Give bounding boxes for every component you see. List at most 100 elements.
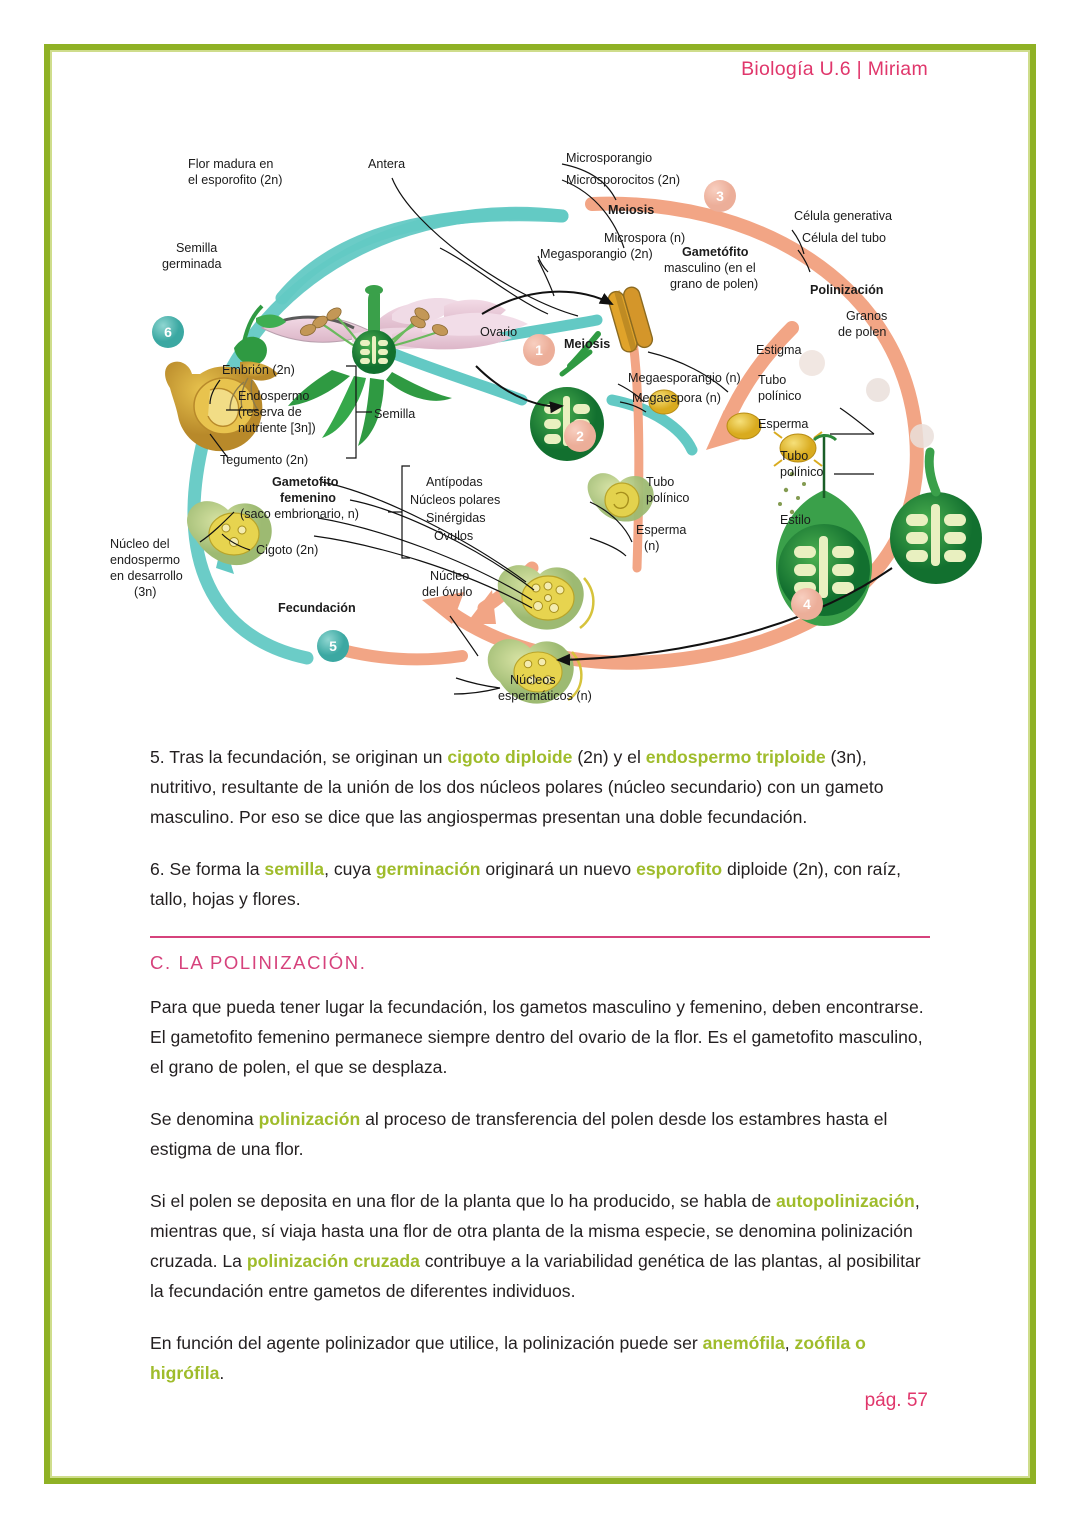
body-text-run: originará un nuevo (480, 859, 637, 879)
highlighted-term: polinización (258, 1109, 361, 1129)
highlighted-term: zoófila o higrófila (150, 1333, 866, 1383)
body-text-run: Se denomina (150, 1109, 259, 1129)
label-nucleos-espermaticos-line1: Núcleos (510, 673, 556, 687)
step-marker-6: 6 (152, 316, 184, 348)
bracket-semilla (346, 365, 372, 459)
label-gametofito-masculino-line1: Gametófito (682, 245, 749, 259)
label-tubo-polinico-derecha-line2: polínico (758, 389, 801, 403)
label-esperma-centro-line1: Esperma (636, 523, 686, 537)
paragraph-6: 6. Se forma la semilla, cuya germinación… (150, 854, 930, 914)
body-text-run: 6. Se forma la (150, 859, 265, 879)
label-microsporocitos: Microsporocitos (2n) (566, 173, 680, 187)
body-text-run: contribuye a la variabilidad genética de… (150, 1251, 921, 1301)
label-granos-de-polen-line2: de polen (838, 325, 886, 339)
label-gametofito-masculino-line3: grano de polen) (670, 277, 758, 291)
document-header-title: Biología U.6 | Miriam (741, 58, 928, 80)
label-celula-generativa: Célula generativa (794, 209, 892, 223)
step-marker-1: 1 (523, 334, 555, 366)
label-antipodas: Antípodas (426, 475, 483, 489)
label-megaesporangio-n: Megaesporangio (n) (628, 371, 741, 385)
step-marker-6-label: 6 (164, 324, 172, 340)
label-microsporangio: Microsporangio (566, 151, 652, 165)
label-meiosis-superior: Meiosis (608, 203, 654, 217)
page-number: pág. 57 (864, 1390, 928, 1411)
step-marker-3: 3 (704, 180, 736, 212)
body-text-run: (2n) y el (572, 747, 646, 767)
label-tubo-polinico-centro-line1: Tubo (646, 475, 674, 489)
body-text-run: al proceso de transferencia del polen de… (150, 1109, 888, 1159)
label-endospermo-line3: nutriente [3n]) (238, 421, 316, 435)
label-nucleo-endospermo-line2: endospermo (110, 553, 180, 567)
body-text-run: . (219, 1363, 225, 1383)
label-semilla-bracket: Semilla (374, 407, 415, 421)
label-flor-madura-line2: el esporofito (2n) (188, 173, 283, 187)
bracket-gametofito-femenino (388, 465, 410, 559)
label-antera: Antera (368, 157, 405, 171)
label-gametofito-femenino-line3: (saco embrionario, n) (240, 507, 359, 521)
highlighted-term: semilla (264, 859, 325, 879)
label-nucleos-polares: Núcleos polares (410, 493, 500, 507)
body-text-run: diploide (2n), con raíz, tallo, hojas y … (150, 859, 902, 909)
step-marker-2: 2 (564, 420, 596, 452)
body-text-run: En función del agente polinizador que ut… (150, 1333, 703, 1353)
label-meiosis-inferior: Meiosis (564, 337, 610, 351)
label-esperma-centro-line2: (n) (644, 539, 659, 553)
step-marker-2-label: 2 (576, 428, 584, 444)
seed-illustration (165, 361, 263, 452)
label-semilla-germinada-line2: germinada (162, 257, 222, 271)
label-endospermo-line1: Endospermo (238, 389, 309, 403)
body-text-run: Para que pueda tener lugar la fecundació… (150, 997, 924, 1077)
paragraph-5: 5. Tras la fecundación, se originan un c… (150, 742, 930, 832)
label-endospermo-line2: (reserva de (238, 405, 302, 419)
highlighted-term: germinación (375, 859, 481, 879)
label-microspora: Microspora (n) (604, 231, 685, 245)
label-megaespora-n: Megaespora (n) (632, 391, 721, 405)
highlighted-term: polinización cruzada (246, 1251, 420, 1271)
ovary-illustration (530, 387, 604, 461)
section-c-paragraph-1: Para que pueda tener lugar la fecundació… (150, 992, 930, 1082)
label-nucleos-espermaticos-line2: espermáticos (n) (498, 689, 592, 703)
step-marker-5-label: 5 (329, 638, 337, 654)
label-tubo-polinico-derecho2-line2: polínico (780, 465, 823, 479)
body-text-run: , (784, 1333, 795, 1353)
label-gametofito-masculino-line2: masculino (en el (664, 261, 756, 275)
label-megasporangio-2n: Megasporangio (2n) (540, 247, 653, 261)
highlighted-term: autopolinización (776, 1191, 915, 1211)
section-heading-polinizacion: C. LA POLINIZACIÓN. (150, 952, 367, 973)
label-gametofito-femenino-line1: Gametofito (272, 475, 339, 489)
step-marker-4: 4 (791, 588, 823, 620)
section-c-paragraph-2: Se denomina polinización al proceso de t… (150, 1104, 930, 1164)
highlighted-term: endospermo triploide (645, 747, 826, 767)
life-cycle-diagram: 6 1 2 3 4 5 (92, 138, 988, 704)
body-text-run: (3n), nutritivo, resultante de la unión … (150, 747, 884, 827)
step-marker-4-label: 4 (803, 596, 811, 612)
body-text-run: , mientras que, sí viaja hasta una flor … (150, 1191, 920, 1271)
page-border-inner (50, 50, 1030, 1478)
label-celula-del-tubo: Célula del tubo (802, 231, 886, 245)
step-marker-1-label: 1 (535, 342, 543, 358)
label-tubo-polinico-derecha-line1: Tubo (758, 373, 786, 387)
label-cigoto: Cigoto (2n) (256, 543, 318, 557)
label-ovulos: Óvulos (434, 528, 473, 543)
fertilized-ovule-illustration (487, 639, 583, 704)
highlighted-term: esporofito (636, 859, 723, 879)
embryo-sac-illustration (497, 565, 595, 630)
label-flor-madura-line1: Flor madura en (188, 157, 273, 171)
document-body: 5. Tras la fecundación, se originan un c… (150, 742, 930, 1388)
label-sinergidas: Sinérgidas (426, 511, 486, 525)
label-fecundacion: Fecundación (278, 601, 356, 615)
label-nucleo-endospermo-line1: Núcleo del (110, 537, 170, 551)
label-nucleo-del-ovulo-line2: del óvulo (422, 585, 472, 599)
label-tubo-polinico-centro-line2: polínico (646, 491, 689, 505)
page-border-outer (44, 44, 1036, 1484)
label-tubo-polinico-derecho2-line1: Tubo (780, 449, 808, 463)
label-nucleo-endospermo-line4: (3n) (134, 585, 156, 599)
section-divider (150, 936, 930, 938)
label-ovario: Ovario (480, 325, 517, 339)
germinated-seed-illustration (229, 304, 286, 411)
label-embrion: Embrión (2n) (222, 363, 295, 377)
label-tegumento: Tegumento (2n) (220, 453, 308, 467)
section-c-paragraph-3: Si el polen se deposita en una flor de l… (150, 1186, 930, 1306)
step-marker-5: 5 (317, 630, 349, 662)
